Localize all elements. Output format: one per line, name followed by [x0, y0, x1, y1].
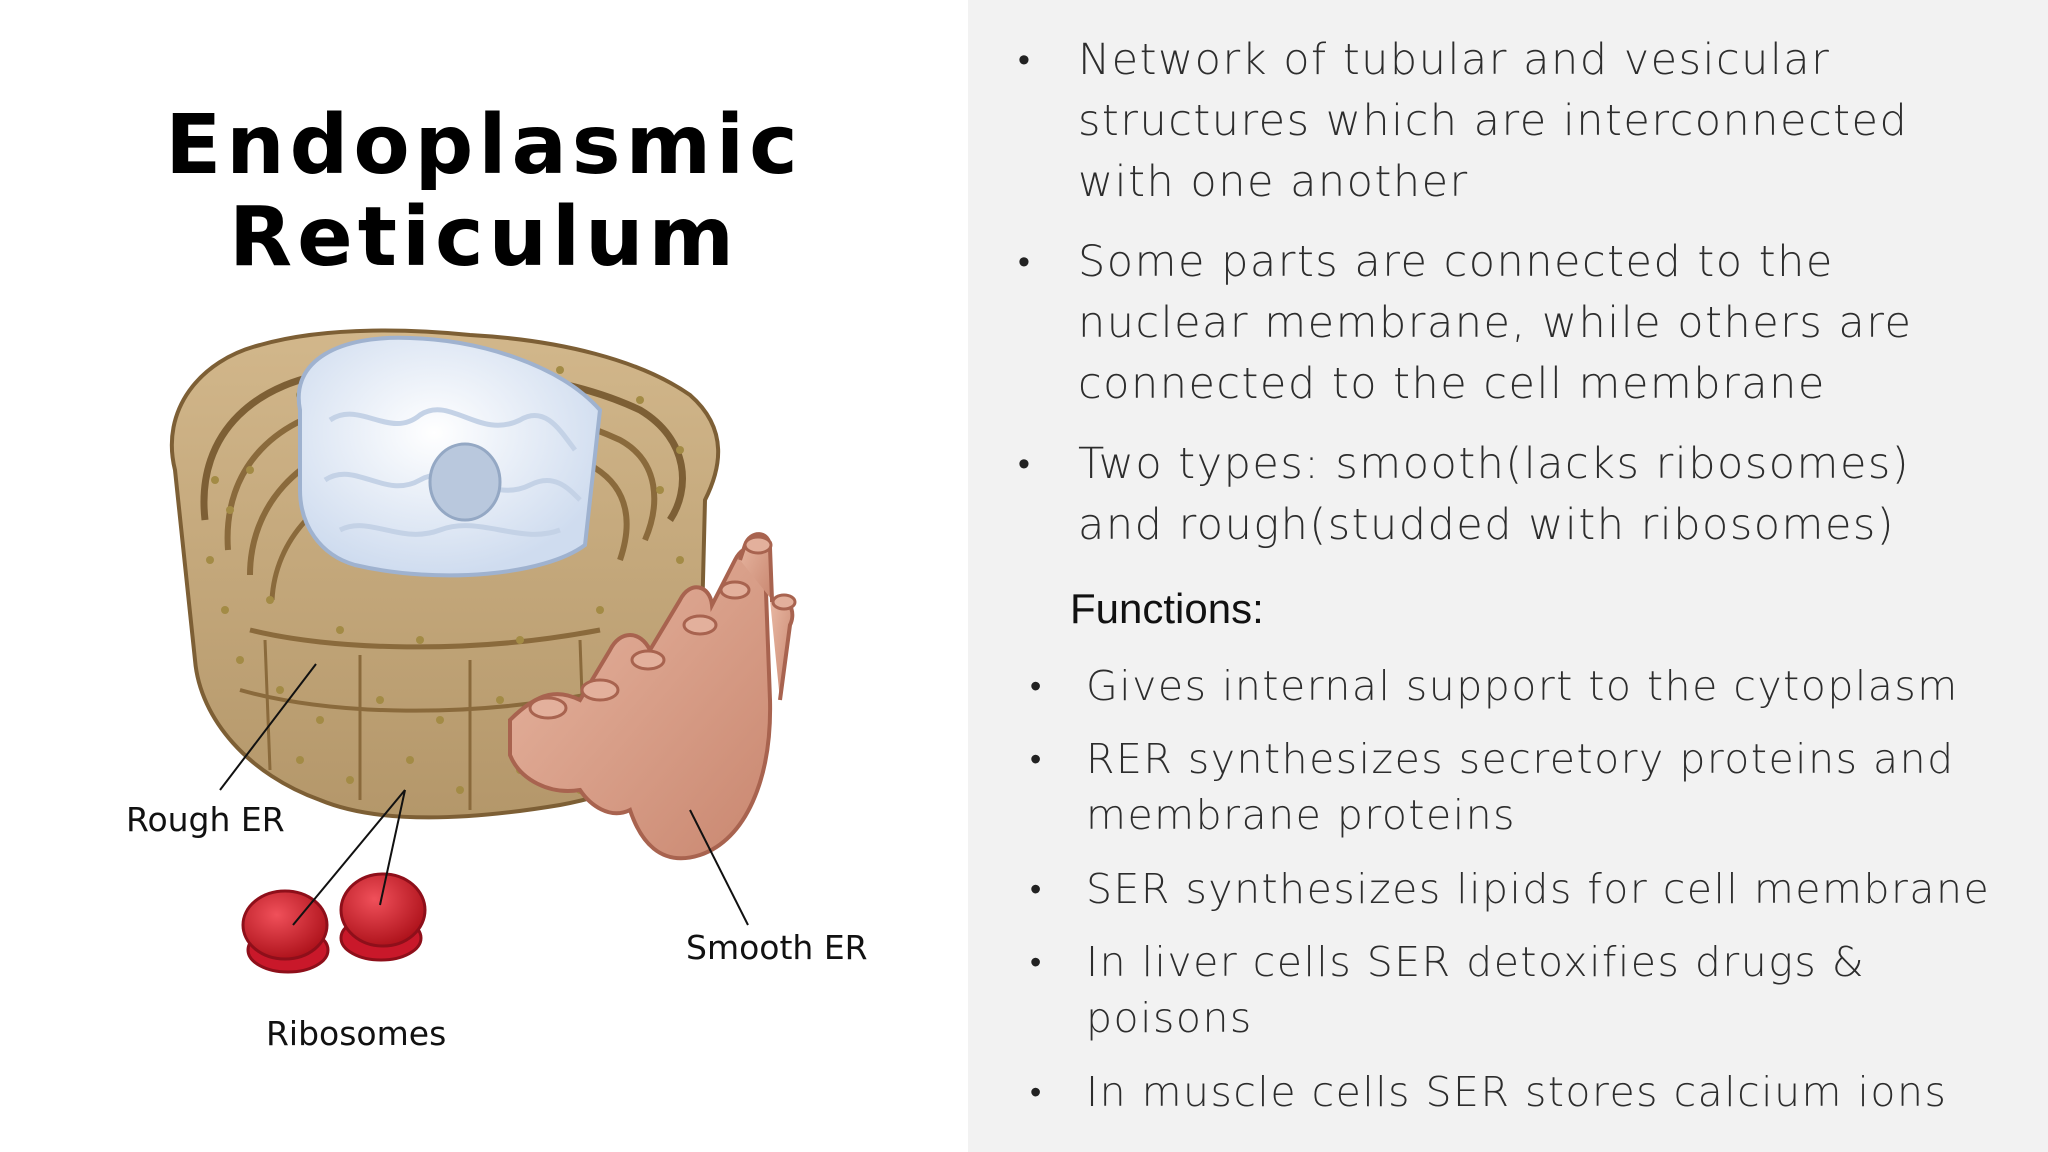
bullet-icon: •	[1030, 943, 1043, 981]
function-text: Gives internal support to the cytoplasm	[1086, 662, 1959, 710]
function-text: In muscle cells SER stores calcium ions	[1086, 1068, 1948, 1116]
bullet-icon: •	[1030, 870, 1043, 908]
bullet-icon: •	[1030, 667, 1043, 705]
bullet-icon: •	[1030, 1073, 1043, 1111]
function-item: • In muscle cells SER stores calcium ion…	[1030, 1064, 1996, 1120]
title-line-1: Endoplasmic	[165, 98, 803, 193]
property-text: Some parts are connected to the nuclear …	[1078, 237, 1913, 409]
function-text: SER synthesizes lipids for cell membrane	[1086, 865, 1991, 913]
right-panel: • Network of tubular and vesicular struc…	[968, 0, 2048, 1152]
function-item: • SER synthesizes lipids for cell membra…	[1030, 861, 1996, 917]
title-line-2: Reticulum	[229, 190, 739, 285]
property-text: Network of tubular and vesicular structu…	[1078, 35, 1909, 207]
bullet-icon: •	[1018, 444, 1032, 484]
property-item: • Some parts are connected to the nuclea…	[1018, 232, 1990, 415]
function-item: • Gives internal support to the cytoplas…	[1030, 658, 1996, 714]
label-rough-er: Rough ER	[126, 800, 285, 839]
nucleus-shape	[296, 335, 603, 578]
ribosome-shapes	[241, 872, 427, 974]
leader-lines	[219, 663, 749, 926]
function-text: In liver cells SER detoxifies drugs & po…	[1086, 938, 1866, 1042]
smooth-er-shape	[508, 532, 797, 861]
functions-heading: Functions:	[1070, 585, 1264, 632]
bullet-icon: •	[1018, 40, 1032, 80]
function-item: • RER synthesizes secretory proteins and…	[1030, 731, 1996, 843]
property-item: • Network of tubular and vesicular struc…	[1018, 30, 1990, 213]
er-illustration	[169, 328, 797, 974]
property-text: Two types: smooth(lacks ribosomes) and r…	[1078, 439, 1911, 550]
label-smooth-er: Smooth ER	[686, 928, 868, 967]
bullet-icon: •	[1030, 740, 1043, 778]
function-text: RER synthesizes secretory proteins and m…	[1086, 735, 1955, 839]
function-item: • In liver cells SER detoxifies drugs & …	[1030, 934, 1996, 1046]
property-item: • Two types: smooth(lacks ribosomes) and…	[1018, 434, 1990, 556]
slide-title: Endoplasmic Reticulum	[0, 100, 968, 284]
label-ribosomes: Ribosomes	[266, 1014, 447, 1053]
left-panel: Endoplasmic Reticulum	[0, 0, 968, 1152]
bullet-icon: •	[1018, 242, 1032, 282]
